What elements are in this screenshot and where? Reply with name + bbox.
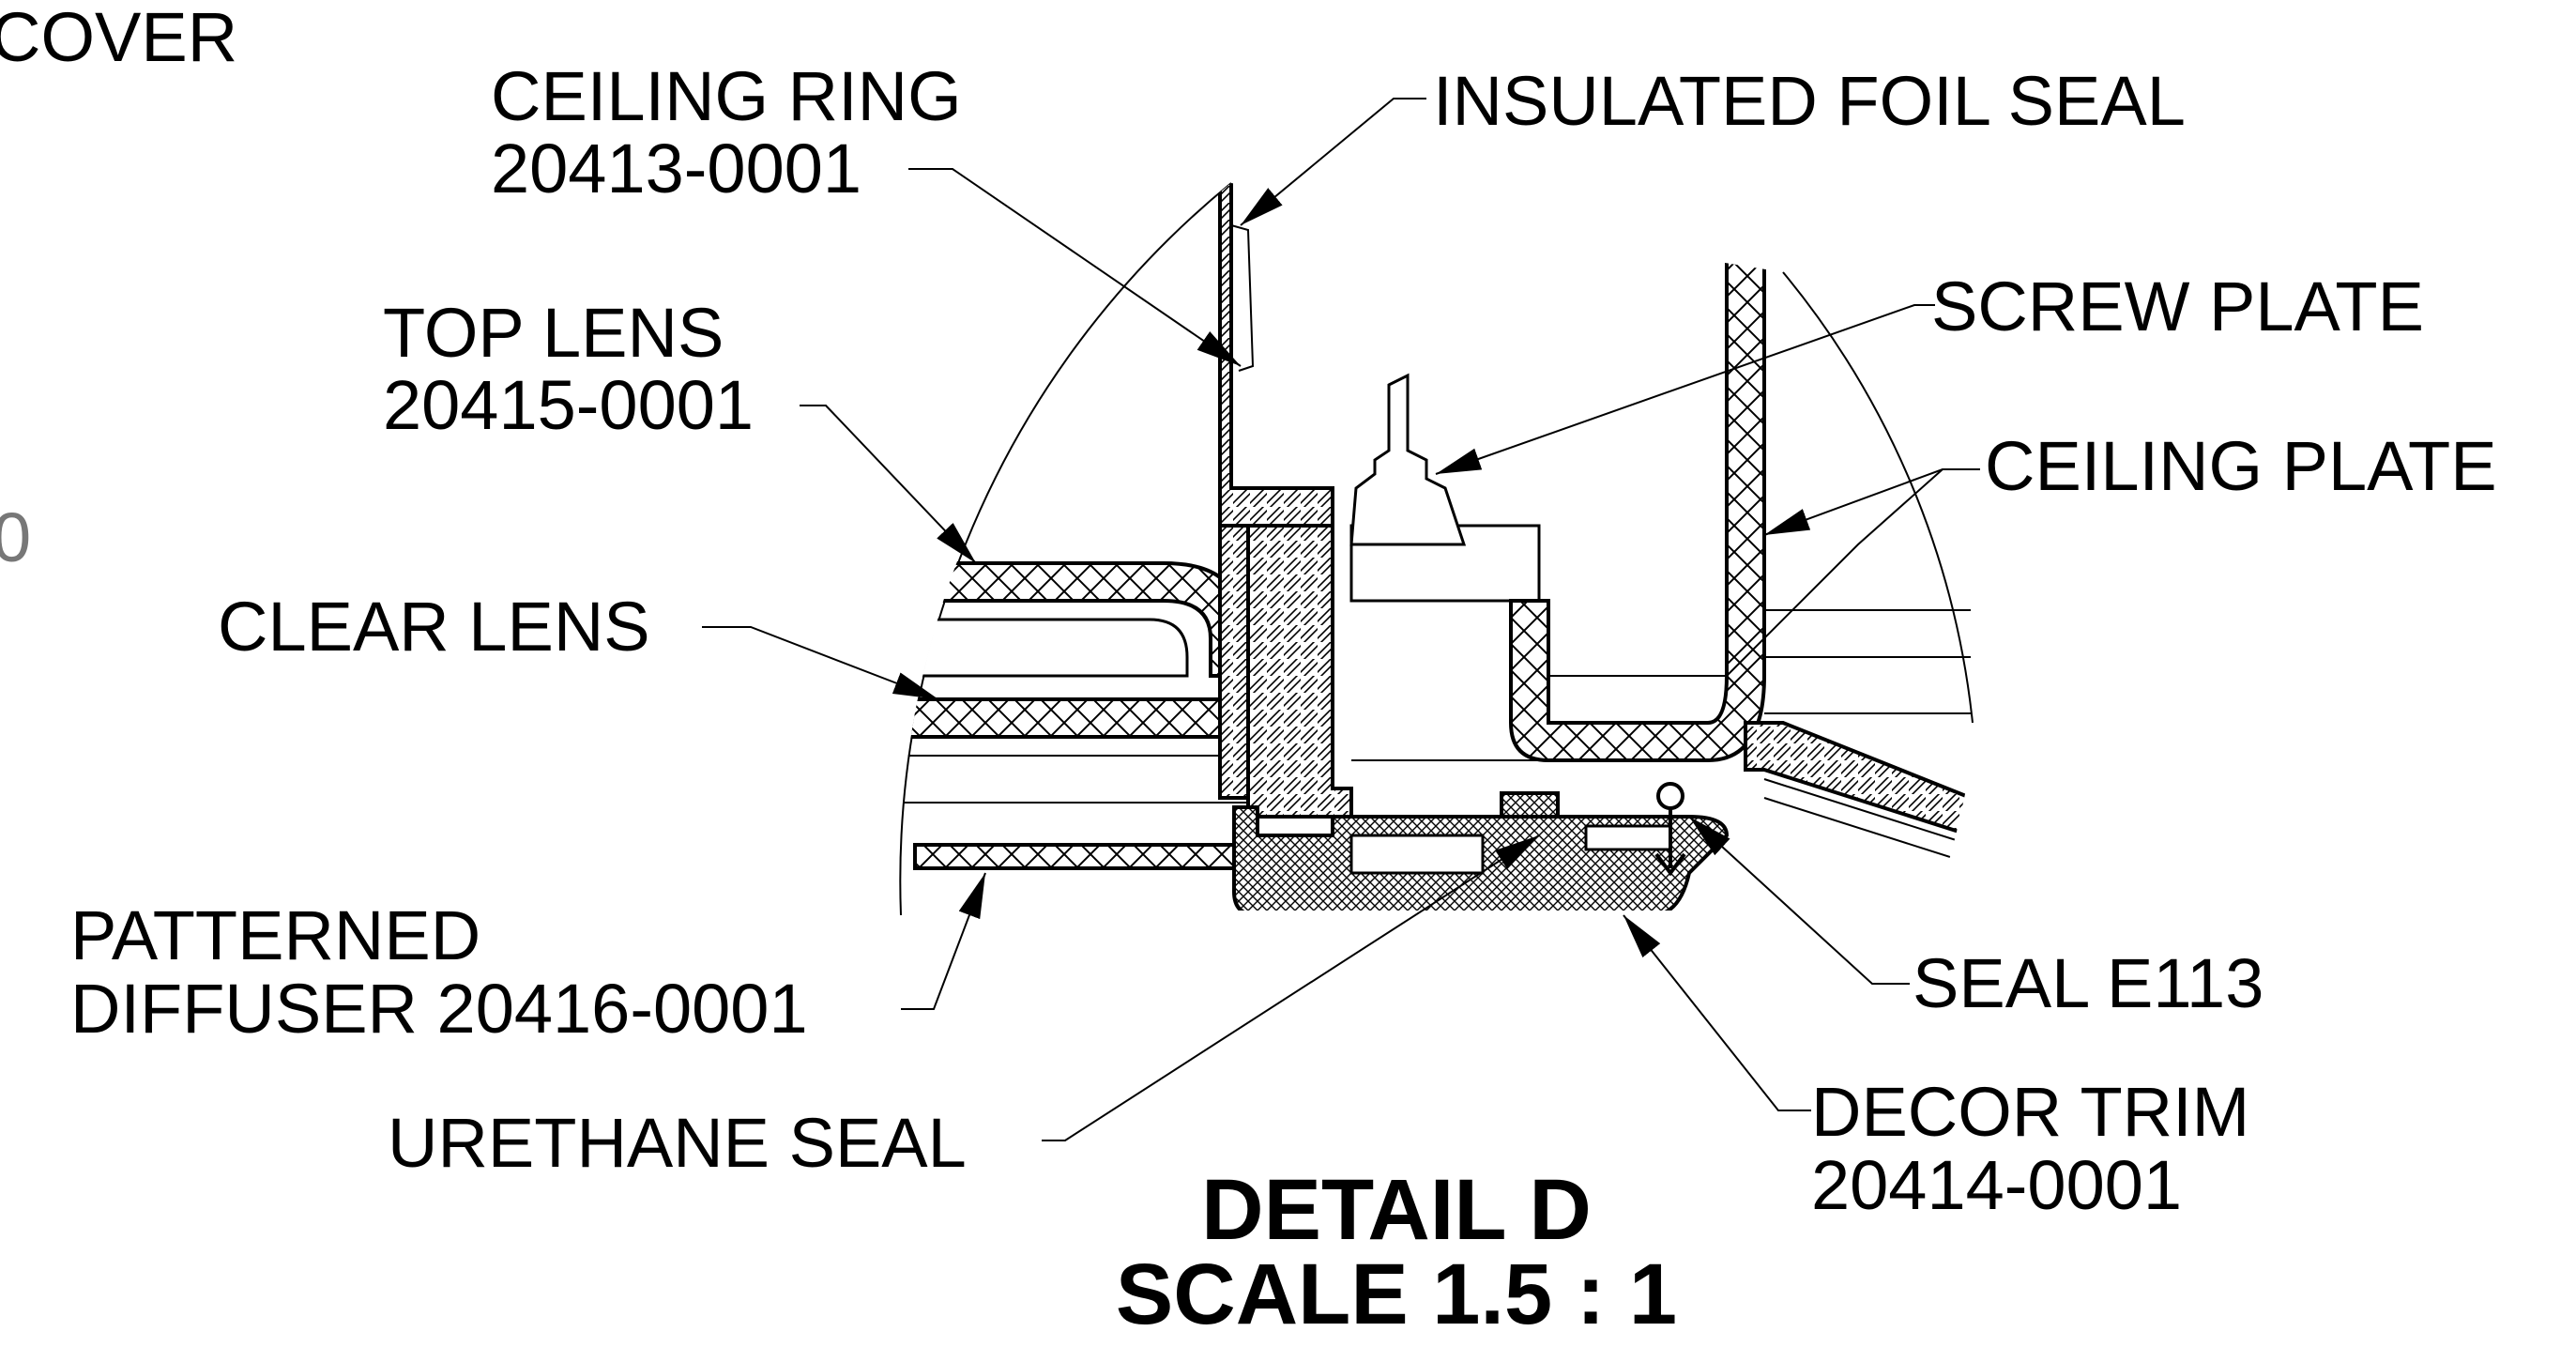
callout-labels: COVER 0 CEILING RING 20413-0001 INSULATE…: [0, 0, 2497, 1224]
label-decor-trim-part: 20414-0001: [1811, 1146, 2182, 1224]
label-patterned-line1: PATTERNED: [70, 896, 480, 974]
label-zero-partial: 0: [0, 498, 31, 576]
label-clear-lens: CLEAR LENS: [218, 588, 650, 666]
title-line2: SCALE 1.5 : 1: [1116, 1247, 1677, 1342]
label-top-lens-part: 20415-0001: [383, 366, 754, 444]
detail-title: DETAIL D SCALE 1.5 : 1: [1116, 1162, 1677, 1342]
label-ceiling-ring-part: 20413-0001: [491, 130, 861, 207]
detail-boundary: [899, 182, 1974, 916]
label-cover-partial: COVER: [0, 0, 237, 76]
foil-seal-part: [1230, 224, 1255, 372]
screw-plate-part: [1349, 373, 1467, 546]
label-ceiling-ring-name: CEILING RING: [491, 57, 962, 135]
ceiling-ring-part: [1218, 183, 1334, 528]
label-urethane-seal: URETHANE SEAL: [388, 1104, 967, 1182]
label-screw-plate: SCREW PLATE: [1931, 268, 2424, 345]
label-top-lens-name: TOP LENS: [383, 294, 724, 372]
diffuser-part: [913, 843, 1241, 870]
title-line1: DETAIL D: [1201, 1162, 1592, 1258]
cross-section: [900, 183, 1973, 911]
label-seal-e113: SEAL E113: [1913, 944, 2264, 1022]
leader-lines: [702, 98, 1980, 1141]
label-patterned-line2: DIFFUSER 20416-0001: [70, 970, 808, 1048]
ceiling-plate-part: [1509, 227, 1766, 762]
seal-e113-part: [1654, 782, 1686, 877]
label-insulated-foil-seal: INSULATED FOIL SEAL: [1433, 62, 2186, 140]
label-ceiling-plate: CEILING PLATE: [1985, 427, 2497, 505]
label-decor-trim-name: DECOR TRIM: [1811, 1073, 2249, 1151]
